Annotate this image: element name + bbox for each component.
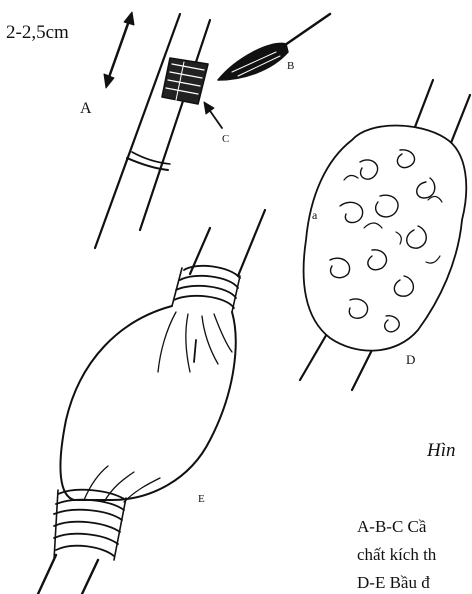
description-line-1: A-B-C Cầ (357, 517, 426, 537)
figure-caption: Hìn (427, 440, 456, 462)
description-line-2: chất kích th (357, 545, 436, 565)
label-b: B (287, 60, 294, 72)
label-d: D (406, 352, 415, 368)
size-arrow (104, 12, 134, 88)
label-c: C (222, 133, 229, 145)
moss-ball-d (304, 126, 467, 351)
cut-section-c (162, 58, 222, 128)
size-label: 2-2,5cm (6, 22, 69, 44)
bag-e (54, 266, 240, 560)
label-a: A (80, 100, 92, 118)
label-e: E (198, 493, 205, 505)
description-line-3: D-E Bầu đ (357, 573, 430, 593)
label-small-mark: a (312, 208, 317, 223)
branch-a (95, 14, 210, 248)
brush-b (218, 14, 330, 80)
